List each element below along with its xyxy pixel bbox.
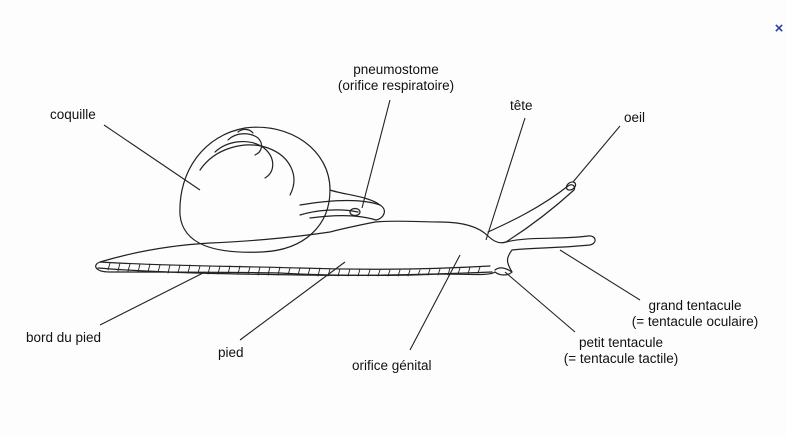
label-grand-tentacule: grand tentacule (= tentacule oculaire) xyxy=(606,298,784,330)
label-petit-tentacule: petit tentacule (= tentacule tactile) xyxy=(540,335,702,367)
leader-grand-tentacule xyxy=(560,250,640,300)
label-bord-du-pied: bord du pied xyxy=(26,330,101,346)
label-grand-tentacule-line2: (= tentacule oculaire) xyxy=(606,314,784,330)
snail-shell xyxy=(180,127,330,252)
label-orifice-genital: orifice génital xyxy=(352,358,432,374)
label-petit-tentacule-line2: (= tentacule tactile) xyxy=(540,351,702,367)
leader-petit-tentacule xyxy=(505,272,575,332)
leader-tete xyxy=(486,118,525,240)
leader-oeil xyxy=(573,126,620,182)
label-pneumostome-line2: (orifice respiratoire) xyxy=(308,78,484,94)
label-coquille: coquille xyxy=(50,107,96,123)
leader-bord-du-pied xyxy=(100,272,205,325)
label-pneumostome: pneumostome (orifice respiratoire) xyxy=(308,62,484,94)
label-tete: tête xyxy=(510,98,533,114)
label-pied: pied xyxy=(218,345,244,361)
leader-pneumostome xyxy=(362,100,390,208)
label-pneumostome-line1: pneumostome xyxy=(308,62,484,78)
snail-body xyxy=(96,221,595,275)
label-grand-tentacule-line1: grand tentacule xyxy=(606,298,784,314)
label-oeil: oeil xyxy=(624,110,645,126)
eye-icon xyxy=(565,180,577,191)
label-petit-tentacule-line1: petit tentacule xyxy=(540,335,702,351)
leader-coquille xyxy=(104,125,200,190)
